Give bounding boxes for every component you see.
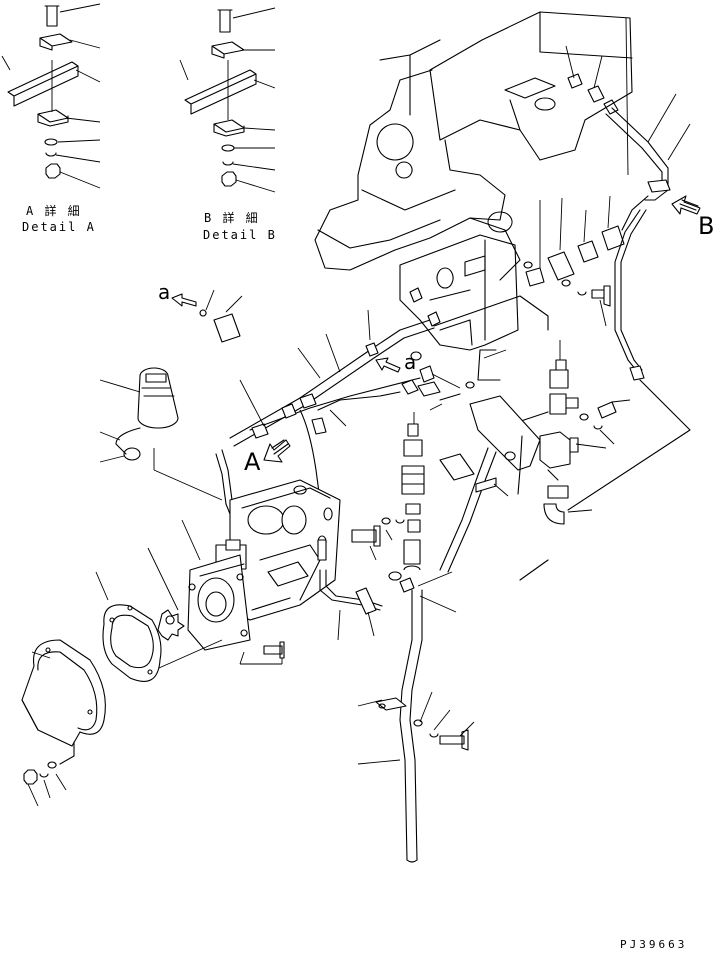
right-hose <box>517 435 549 581</box>
suction-pipe <box>357 571 475 863</box>
pipes-pump-to-filter <box>215 261 549 525</box>
suction-return-pipe <box>319 569 383 641</box>
view-label-a-left: a <box>158 280 171 304</box>
view-label-a-right: a <box>404 350 417 374</box>
detail-b-title-en: Detail B <box>203 228 277 242</box>
pipe-lines-to-b <box>565 17 691 511</box>
view-label-b: B <box>698 212 715 240</box>
center-bolts <box>263 517 405 659</box>
engine-housing <box>314 11 633 281</box>
view-arrow-a-upper <box>263 439 291 463</box>
gasket <box>102 604 162 682</box>
view-label-a: A <box>244 448 261 476</box>
detail-b-exploded-clamp <box>179 7 276 193</box>
view-arrow-a-left <box>171 289 243 343</box>
bell-housing <box>21 639 106 807</box>
detail-a-exploded-clamp <box>1 3 101 189</box>
view-arrow-b <box>671 195 701 215</box>
elbow-fittings-right <box>517 340 631 525</box>
breather-cylinder <box>99 367 179 463</box>
part-code: PJ39663 <box>620 938 688 951</box>
filter-block <box>399 211 519 351</box>
bracket-and-hose <box>439 349 541 573</box>
coupling-spider <box>157 609 185 641</box>
fittings-chain <box>525 195 625 327</box>
detail-a-title-ja: A 詳 細 <box>26 204 82 218</box>
detail-b-title-ja: B 詳 細 <box>204 211 260 225</box>
pump-leaders <box>95 448 283 673</box>
hydraulic-pump <box>187 479 341 651</box>
view-arrow-a-right <box>375 357 401 373</box>
center-fitting-stack <box>388 412 425 593</box>
detail-a-title-en: Detail A <box>22 220 96 234</box>
